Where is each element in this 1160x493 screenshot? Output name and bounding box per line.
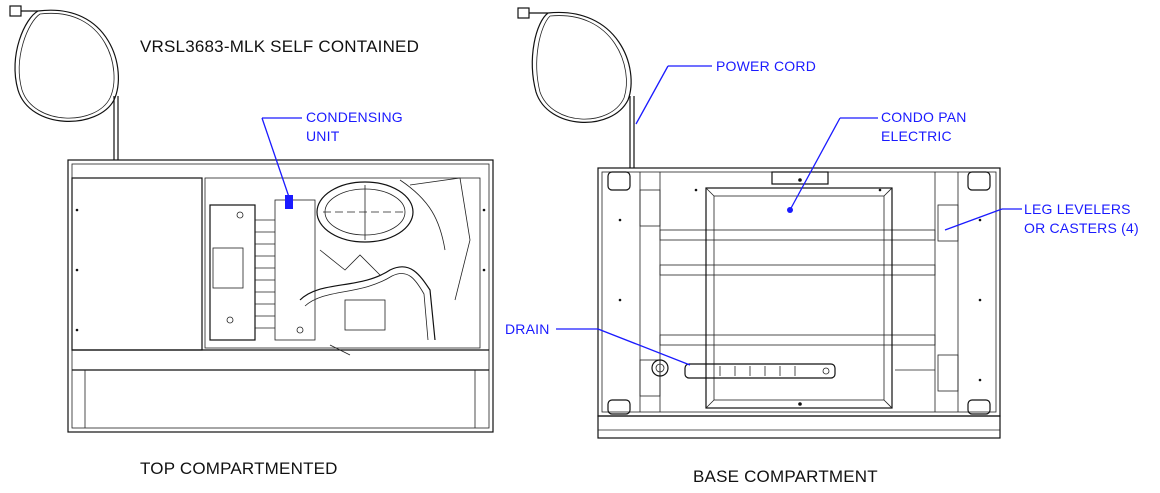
leg-levelers-leader [944,208,1022,231]
right-caption: BASE COMPARTMENT [693,467,878,486]
left-power-cord [9,5,119,160]
condensing-unit-label-line2: UNIT [306,128,340,144]
left-cabinet [67,159,494,433]
condo-pan-label-line2: ELECTRIC [881,128,952,144]
right-view: POWER CORD CONDO PAN ELECTRIC LEG LEVELE… [505,7,1139,486]
drain-label: DRAIN [505,321,550,337]
left-title: VRSL3683-MLK SELF CONTAINED [140,37,419,56]
left-caption: TOP COMPARTMENTED [140,459,338,478]
leg-levelers-label-line2: OR CASTERS (4) [1024,220,1139,236]
power-cord-leader [635,65,712,125]
condensing-unit-illustration [204,177,481,356]
leg-levelers-label-line1: LEG LEVELERS [1024,201,1131,217]
condo-pan-leader [789,117,878,211]
condensing-unit-label-line1: CONDENSING [306,109,403,125]
drain-leader [556,328,691,366]
right-cabinet [597,167,1001,439]
condensing-unit-leader [261,117,302,201]
condo-pan-illustration [684,187,893,409]
left-view: VRSL3683-MLK SELF CONTAINED CONDENSING U… [9,5,494,478]
condo-pan-label-line1: CONDO PAN [881,109,967,125]
power-cord-label: POWER CORD [716,58,816,74]
right-power-cord [517,7,635,168]
